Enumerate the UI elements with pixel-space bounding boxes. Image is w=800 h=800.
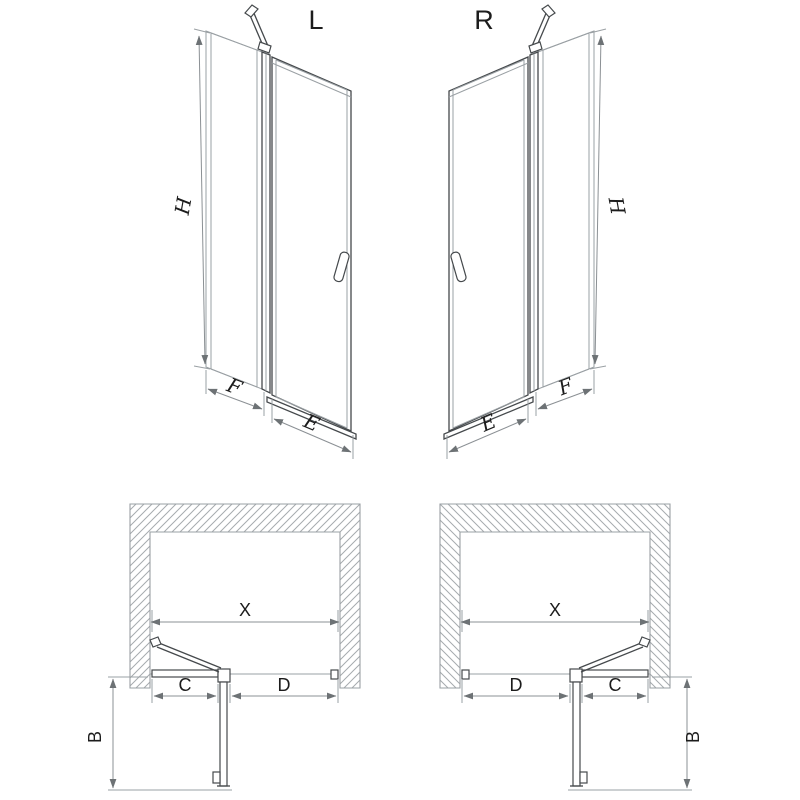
labels-layer: L R H H F F E E X X C D D C B B [85, 5, 703, 743]
perspective-view-right [444, 5, 606, 459]
door-plan-label-left: D [278, 675, 291, 695]
depth-label-left: B [85, 731, 105, 743]
plan-view-left [108, 504, 360, 790]
depth-label-right: B [683, 731, 703, 743]
height-label-left: H [170, 195, 197, 218]
opening-label-right: X [549, 600, 561, 620]
opening-label-left: X [239, 600, 251, 620]
perspective-view-left [194, 5, 356, 459]
fixed-plan-label-right: C [609, 675, 622, 695]
variant-label-left: L [308, 5, 323, 35]
fixed-width-label-left: F [223, 372, 247, 400]
fixed-width-label-right: F [554, 372, 578, 400]
plan-view-right [440, 504, 692, 790]
fixed-plan-label-left: C [179, 675, 192, 695]
variant-label-right: R [474, 5, 494, 35]
height-label-right: H [603, 194, 630, 217]
door-plan-label-right: D [510, 675, 523, 695]
